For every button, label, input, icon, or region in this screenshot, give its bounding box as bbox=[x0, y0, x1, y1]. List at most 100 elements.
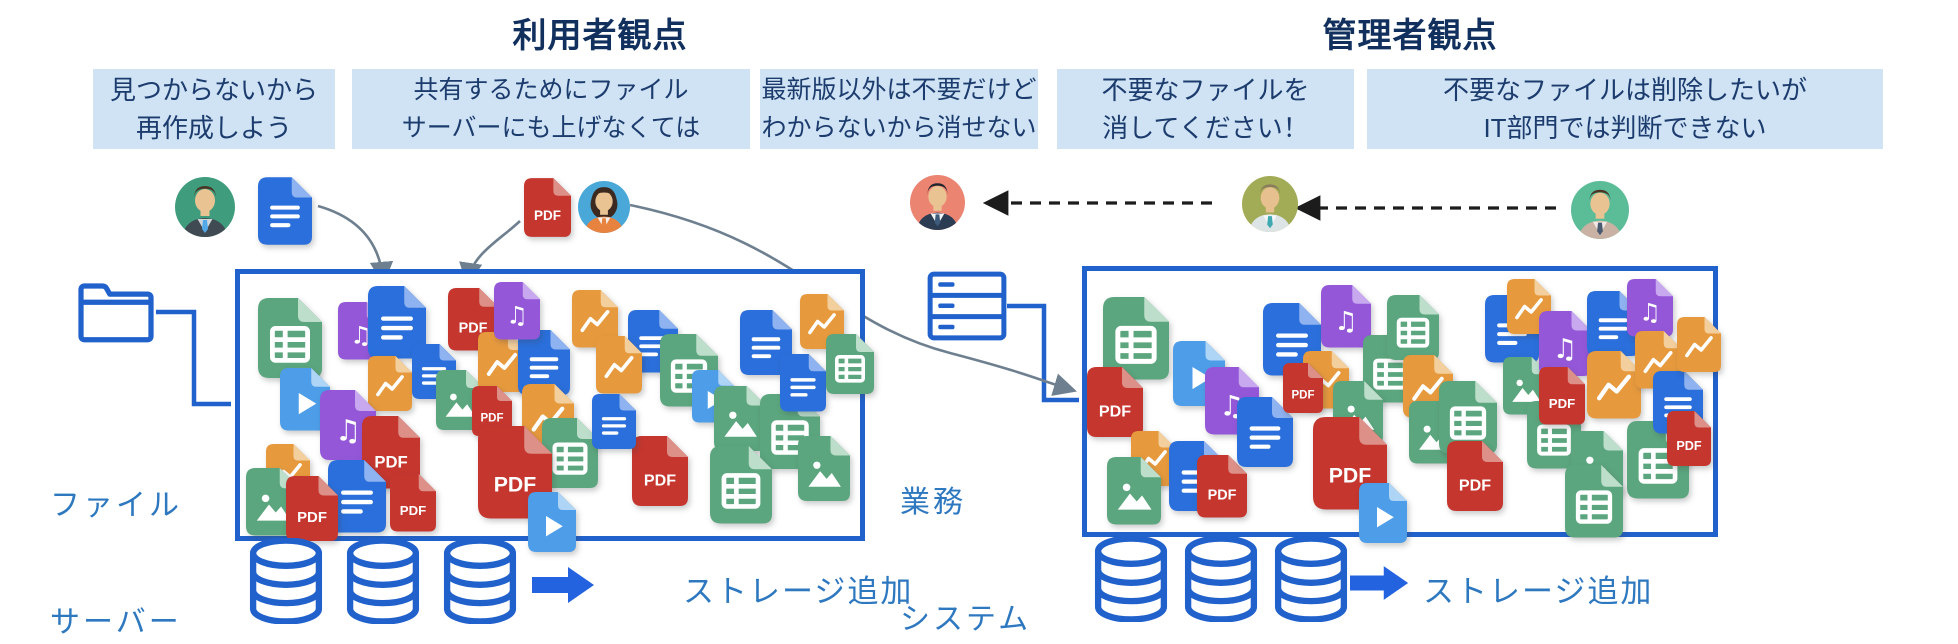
storage-cylinder-icon bbox=[1273, 536, 1349, 622]
bubble-line: サーバーにも上げなくては bbox=[401, 114, 701, 142]
file-icon-chart bbox=[1677, 317, 1721, 372]
speech-bubble-share: 共有するためにファイル サーバーにも上げなくては bbox=[352, 69, 750, 149]
speech-bubble-recreate: 見つからないから 再作成しよう bbox=[93, 69, 335, 149]
svg-text:PDF: PDF bbox=[297, 509, 327, 526]
avatar-business-user bbox=[1571, 181, 1629, 239]
file-icon-image bbox=[798, 436, 850, 501]
file-icon-pdf: PDF bbox=[1667, 411, 1711, 466]
avatar-admin-request bbox=[910, 175, 965, 230]
svg-text:PDF: PDF bbox=[1459, 477, 1491, 495]
svg-text:PDF: PDF bbox=[1549, 396, 1575, 411]
storage-cylinder-icon bbox=[1183, 536, 1259, 622]
svg-text:♫: ♫ bbox=[1639, 298, 1661, 326]
svg-text:PDF: PDF bbox=[1292, 390, 1315, 402]
file-icon-sheet bbox=[1439, 381, 1497, 454]
file-icon-video bbox=[1359, 483, 1407, 543]
pdf-file-icon: PDF bbox=[524, 178, 571, 237]
svg-text:PDF: PDF bbox=[374, 452, 407, 471]
svg-text:♫: ♫ bbox=[335, 413, 361, 447]
svg-text:PDF: PDF bbox=[494, 473, 537, 497]
storage-cylinder-icon bbox=[248, 538, 324, 624]
file-icon-doc bbox=[592, 394, 636, 449]
file-icon-image bbox=[1107, 457, 1161, 525]
storage-cylinder-icon bbox=[1093, 536, 1169, 622]
file-icon-sheet bbox=[826, 334, 874, 394]
svg-text:PDF: PDF bbox=[1676, 439, 1702, 453]
svg-text:♫: ♫ bbox=[506, 301, 528, 329]
file-icon-sheet bbox=[1103, 297, 1169, 380]
file-server-box: ♫ ♫ PDF PDF PDF PDF PDF PDF ♫ PDF bbox=[235, 269, 874, 552]
file-icon-pdf: PDF bbox=[1283, 363, 1323, 413]
file-icon-sheet bbox=[542, 418, 598, 488]
avatar-user-b bbox=[578, 181, 630, 233]
file-icon-sheet bbox=[258, 298, 322, 378]
svg-text:PDF: PDF bbox=[1099, 403, 1131, 421]
svg-text:♫: ♫ bbox=[1334, 307, 1358, 337]
bubble-line: 再作成しよう bbox=[135, 113, 292, 143]
bubble-line: わからないから消せない bbox=[761, 114, 1037, 142]
bubble-line: 見つからないから bbox=[109, 75, 318, 105]
storage-add-label-left: ストレージ追加 bbox=[683, 574, 914, 609]
file-icon-video bbox=[280, 368, 330, 431]
svg-text:PDF: PDF bbox=[481, 413, 504, 425]
svg-text:♫: ♫ bbox=[1553, 334, 1577, 365]
svg-text:PDF: PDF bbox=[1208, 487, 1237, 503]
storage-add-arrow-left bbox=[532, 564, 596, 606]
file-icon-pdf: PDF bbox=[1447, 441, 1503, 511]
storage-cylinder-icon bbox=[442, 538, 518, 624]
file-icon-doc bbox=[780, 354, 826, 412]
file-icon-pdf: PDF bbox=[362, 416, 420, 489]
file-icon-pdf: PDF bbox=[1539, 367, 1585, 425]
file-icon-chart bbox=[572, 290, 618, 348]
bubble-line: IT部門では判断できない bbox=[1483, 113, 1767, 143]
speech-bubble-cannot-delete: 最新版以外は不要だけど わからないから消せない bbox=[760, 69, 1038, 149]
file-icon-audio: ♫ bbox=[1539, 311, 1591, 376]
bubble-line: 最新版以外は不要だけど bbox=[761, 76, 1037, 104]
business-system-label: 業務 システム bbox=[900, 486, 1032, 636]
file-icon-pdf: PDF bbox=[1197, 455, 1247, 518]
doc-file-icon bbox=[258, 177, 312, 245]
folder-connector bbox=[156, 309, 231, 407]
storage-add-arrow-right bbox=[1350, 562, 1410, 604]
svg-text:♫: ♫ bbox=[350, 321, 372, 349]
file-server-label: ファイル サーバー bbox=[50, 489, 182, 639]
bubble-line: 不要なファイルを bbox=[1101, 75, 1310, 105]
storage-add-label-right: ストレージ追加 bbox=[1423, 574, 1654, 609]
storage-cylinders-left bbox=[248, 538, 518, 624]
file-icon-doc bbox=[368, 286, 426, 359]
file-icon-pdf: PDF bbox=[390, 474, 436, 532]
storage-cylinder-icon bbox=[345, 538, 421, 624]
file-icon-video bbox=[528, 492, 576, 552]
file-icon-pdf: PDF bbox=[472, 386, 512, 436]
server-connector bbox=[1007, 303, 1079, 403]
bubble-line: 共有するためにファイル bbox=[413, 76, 689, 104]
section-title-user: 利用者観点 bbox=[512, 17, 688, 55]
avatar-it-admin bbox=[1242, 176, 1298, 232]
svg-text:PDF: PDF bbox=[534, 208, 561, 223]
file-icon-sheet bbox=[710, 446, 772, 524]
svg-text:PDF: PDF bbox=[459, 320, 488, 336]
file-icon-chart bbox=[1587, 351, 1641, 419]
file-icon-sheet bbox=[1565, 465, 1623, 538]
file-icon-doc bbox=[740, 310, 792, 375]
bubble-line: 消してください！ bbox=[1102, 113, 1309, 143]
file-icon-chart bbox=[368, 356, 412, 411]
server-rack-icon bbox=[927, 271, 1007, 341]
file-cluster-left: ♫ ♫ PDF PDF PDF PDF PDF PDF ♫ PDF bbox=[240, 274, 874, 552]
svg-text:PDF: PDF bbox=[400, 503, 426, 518]
file-icon-sheet bbox=[1387, 295, 1439, 360]
section-title-admin: 管理者観点 bbox=[1322, 17, 1498, 55]
file-icon-audio: ♫ bbox=[1627, 279, 1673, 337]
file-icon-doc bbox=[518, 330, 570, 395]
file-icon-image bbox=[714, 386, 766, 451]
bubble-line: 不要なファイルは削除したいが bbox=[1442, 75, 1807, 105]
avatar-user-a bbox=[175, 177, 235, 237]
svg-text:PDF: PDF bbox=[644, 472, 676, 490]
file-icon-chart bbox=[596, 336, 642, 394]
storage-cylinders-right bbox=[1093, 536, 1348, 622]
speech-bubble-it-cannot-judge: 不要なファイルは削除したいが IT部門では判断できない bbox=[1367, 69, 1883, 149]
file-icon-pdf: PDF bbox=[286, 476, 338, 541]
